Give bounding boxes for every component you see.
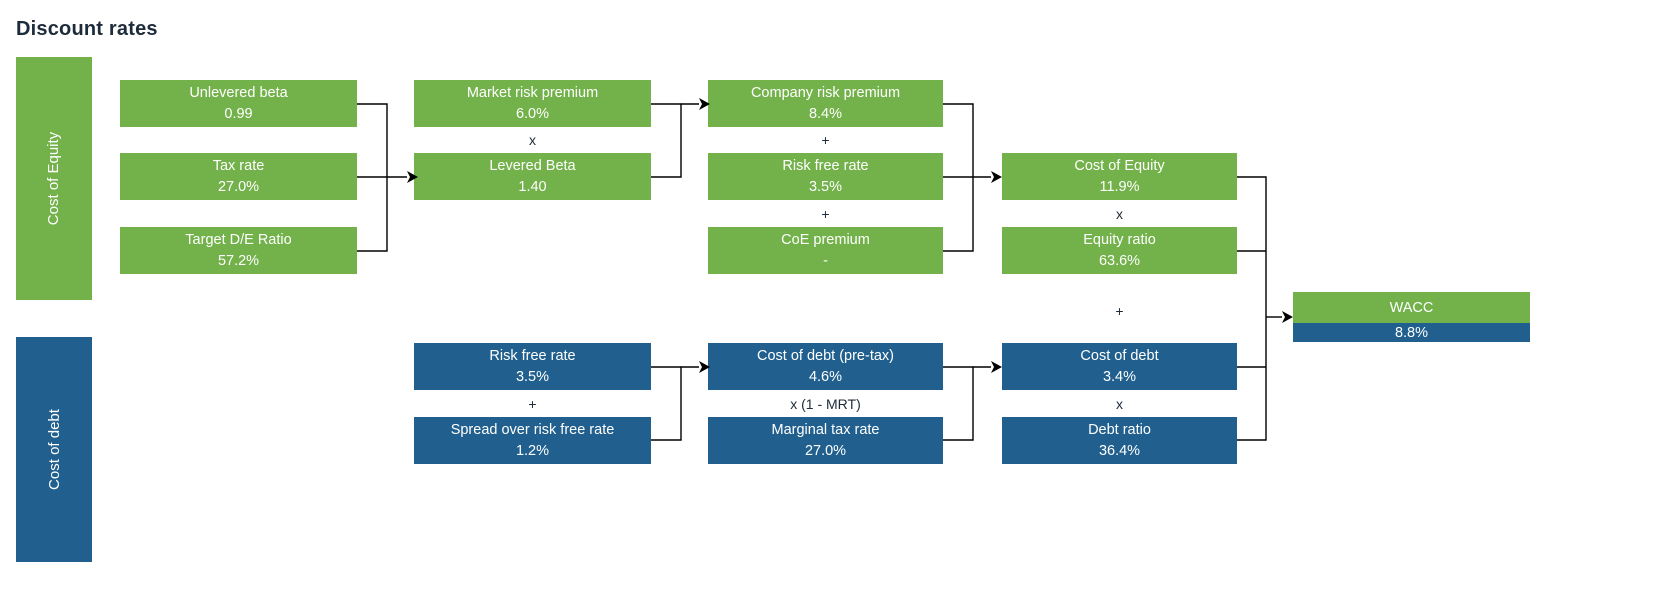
node-value: 36.4% bbox=[1098, 442, 1141, 459]
node-label: Market risk premium bbox=[466, 84, 599, 101]
node-label: Cost of debt bbox=[1080, 347, 1159, 364]
node-value: 57.2% bbox=[217, 252, 260, 269]
node-company-risk-premium[interactable]: Company risk premium 8.4% bbox=[708, 80, 943, 127]
band-label-cost-of-equity: Cost of Equity bbox=[45, 131, 63, 226]
operator-multiply-equity-col2: x bbox=[529, 132, 536, 148]
node-value: 63.6% bbox=[1098, 252, 1141, 269]
node-cost-of-debt-pretax[interactable]: Cost of debt (pre-tax) 4.6% bbox=[708, 343, 943, 390]
node-label: Target D/E Ratio bbox=[185, 231, 292, 248]
operator-plus-equity-col3-2: + bbox=[821, 206, 830, 222]
operator-plus-debt-col2: + bbox=[528, 396, 537, 412]
node-cost-of-equity[interactable]: Cost of Equity 11.9% bbox=[1002, 153, 1237, 200]
node-value: 27.0% bbox=[804, 442, 847, 459]
node-label: Cost of Equity bbox=[1074, 157, 1165, 174]
operator-plus-equity-debt: + bbox=[1115, 303, 1124, 319]
node-debt-ratio[interactable]: Debt ratio 36.4% bbox=[1002, 417, 1237, 464]
band-cost-of-equity: Cost of Equity bbox=[16, 57, 92, 300]
page-title: Discount rates bbox=[16, 18, 158, 40]
node-marginal-tax-rate[interactable]: Marginal tax rate 27.0% bbox=[708, 417, 943, 464]
node-label: Spread over risk free rate bbox=[450, 421, 615, 438]
connector-col3-to-cost-of-equity bbox=[943, 103, 1002, 252]
node-value: - bbox=[823, 252, 828, 269]
operator-times-one-minus-mrt: x (1 - MRT) bbox=[790, 396, 861, 412]
node-value: 27.0% bbox=[217, 178, 260, 195]
node-wacc[interactable]: WACC 8.8% bbox=[1293, 292, 1530, 342]
node-value: 3.4% bbox=[1102, 368, 1137, 385]
node-label: Debt ratio bbox=[1088, 421, 1151, 438]
node-label: Risk free rate bbox=[782, 157, 869, 174]
node-value: 0.99 bbox=[224, 105, 253, 122]
node-label: Equity ratio bbox=[1083, 231, 1156, 248]
node-levered-beta[interactable]: Levered Beta 1.40 bbox=[414, 153, 651, 200]
node-tax-rate[interactable]: Tax rate 27.0% bbox=[120, 153, 357, 200]
operator-plus-equity-col3-1: + bbox=[821, 132, 830, 148]
node-label: Tax rate bbox=[212, 157, 265, 174]
connector-col1-to-levered-beta bbox=[357, 103, 418, 252]
node-label: Levered Beta bbox=[489, 157, 576, 174]
wacc-value: 8.8% bbox=[1293, 323, 1530, 342]
node-label: Unlevered beta bbox=[189, 84, 288, 101]
node-cost-of-debt[interactable]: Cost of debt 3.4% bbox=[1002, 343, 1237, 390]
node-value: 11.9% bbox=[1099, 178, 1140, 195]
node-value: 4.6% bbox=[808, 368, 843, 385]
node-spread-over-risk-free-rate[interactable]: Spread over risk free rate 1.2% bbox=[414, 417, 651, 464]
band-cost-of-debt: Cost of debt bbox=[16, 337, 92, 562]
node-label: CoE premium bbox=[781, 231, 870, 248]
wacc-label: WACC bbox=[1293, 292, 1530, 323]
node-value: 3.5% bbox=[515, 368, 550, 385]
connector-debt-col3-to-cost-of-debt bbox=[943, 361, 1002, 441]
node-label: Marginal tax rate bbox=[771, 421, 880, 438]
connector-col2-to-company-risk-premium bbox=[651, 98, 710, 178]
connector-debt-col2-to-cost-of-debt-pretax bbox=[651, 361, 710, 441]
node-target-de-ratio[interactable]: Target D/E Ratio 57.2% bbox=[120, 227, 357, 274]
node-value: 3.5% bbox=[808, 178, 843, 195]
node-value: 1.2% bbox=[515, 442, 550, 459]
node-value: 8.4% bbox=[808, 105, 843, 122]
node-coe-premium[interactable]: CoE premium - bbox=[708, 227, 943, 274]
node-label: Risk free rate bbox=[489, 347, 576, 364]
band-label-cost-of-debt: Cost of debt bbox=[45, 409, 63, 490]
node-label: Cost of debt (pre-tax) bbox=[757, 347, 894, 364]
operator-multiply-debt-col4: x bbox=[1116, 396, 1123, 412]
node-risk-free-rate-debt[interactable]: Risk free rate 3.5% bbox=[414, 343, 651, 390]
node-value: 6.0% bbox=[515, 105, 550, 122]
operator-multiply-equity-col4: x bbox=[1116, 206, 1123, 222]
node-unlevered-beta[interactable]: Unlevered beta 0.99 bbox=[120, 80, 357, 127]
node-value: 1.40 bbox=[518, 178, 547, 195]
node-risk-free-rate-equity[interactable]: Risk free rate 3.5% bbox=[708, 153, 943, 200]
node-label: Company risk premium bbox=[750, 84, 901, 101]
node-market-risk-premium[interactable]: Market risk premium 6.0% bbox=[414, 80, 651, 127]
node-equity-ratio[interactable]: Equity ratio 63.6% bbox=[1002, 227, 1237, 274]
connector-to-wacc bbox=[1237, 176, 1293, 441]
